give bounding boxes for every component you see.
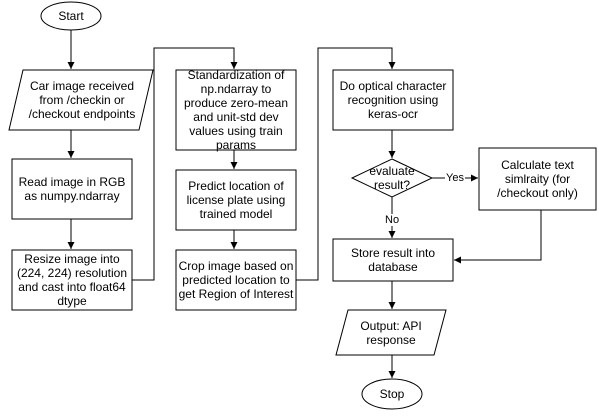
start-label: Start bbox=[58, 9, 84, 23]
edge-resize-standardize bbox=[132, 47, 238, 281]
edge-similarity-store bbox=[454, 210, 542, 264]
predict-box bbox=[175, 169, 297, 231]
predict-label: Predict location of license plate using … bbox=[186, 179, 286, 221]
yes-edge-label: Yes bbox=[445, 172, 465, 184]
output-parallelogram bbox=[335, 309, 447, 356]
read-image-box bbox=[11, 158, 133, 220]
stop-label: Stop bbox=[379, 387, 405, 401]
store-box bbox=[332, 238, 454, 282]
standardize-label: Standardization of np.ndarray to produce… bbox=[183, 68, 289, 152]
stop-terminal bbox=[361, 378, 423, 410]
read-rgb-label: Read image in RGB as numpy.ndarray bbox=[18, 175, 126, 203]
store-label: Store result into database bbox=[350, 246, 436, 274]
crop-label: Crop image based on predicted location t… bbox=[178, 259, 294, 301]
edge-crop-ocr bbox=[296, 47, 396, 281]
ocr-label: Do optical character recognition using k… bbox=[339, 79, 447, 121]
input-image-label: Car image received from /checkin or /che… bbox=[28, 79, 136, 121]
no-edge-label: No bbox=[384, 214, 401, 226]
similarity-label: Calculate text simlraity (for /checkout … bbox=[497, 158, 578, 200]
ocr-box bbox=[332, 69, 454, 131]
output-label: Output: API response bbox=[360, 318, 422, 347]
evaluate-label: evaluate result? bbox=[369, 164, 415, 192]
resize-label: Resize image into (224, 224) resolution … bbox=[16, 252, 128, 308]
similarity-box bbox=[478, 147, 597, 211]
crop-box bbox=[175, 249, 297, 311]
standardization-box bbox=[175, 69, 297, 151]
input-parallelogram bbox=[8, 69, 154, 131]
